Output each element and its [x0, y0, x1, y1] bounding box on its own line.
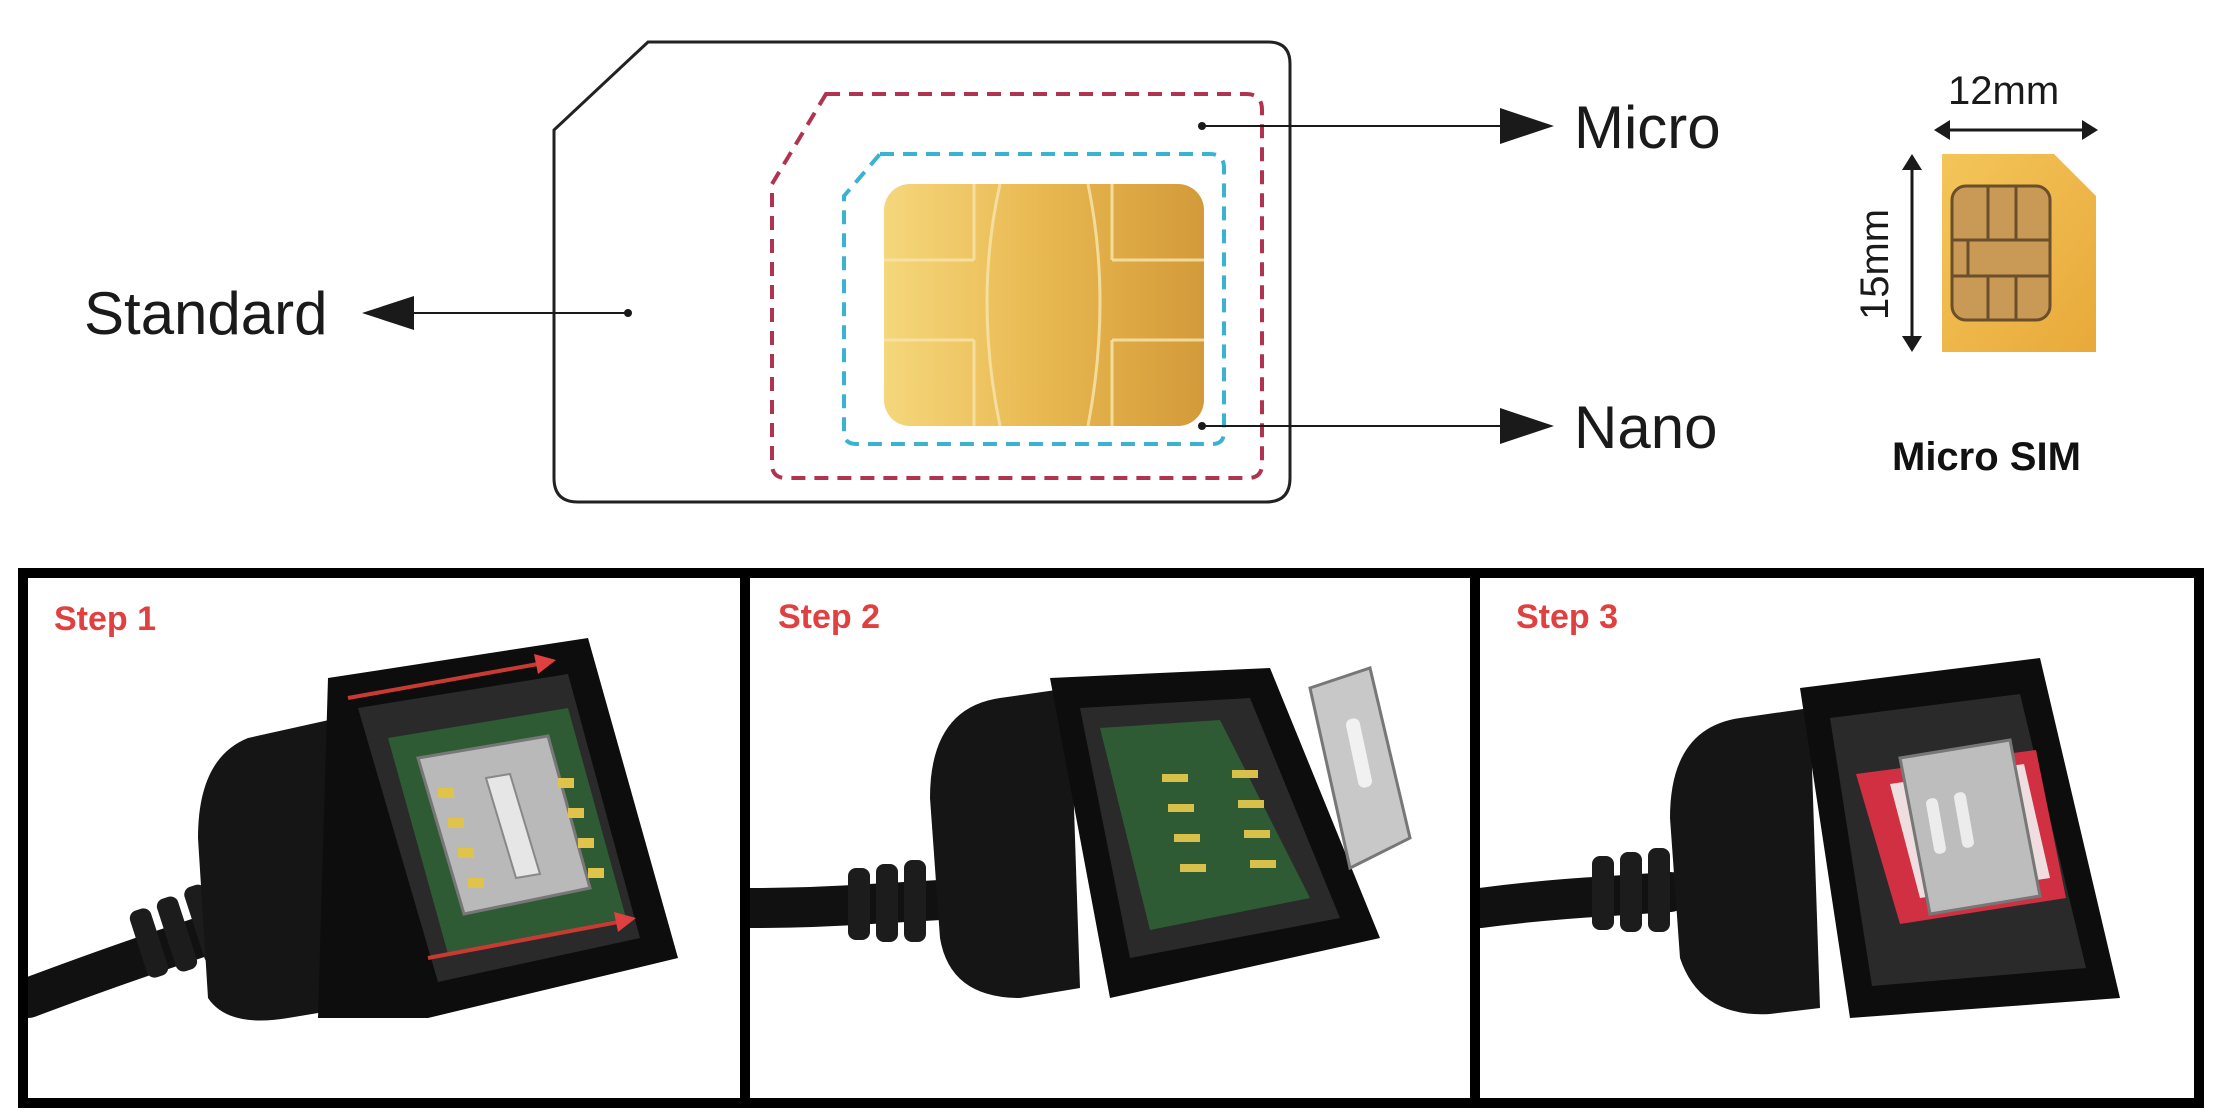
micro-label: Micro: [1574, 94, 1721, 161]
standard-arrow-icon: [362, 296, 414, 330]
micro-sim-inset: 12mm 15mm: [1853, 69, 2098, 352]
standard-label: Standard: [84, 280, 328, 347]
steps-panel: [18, 568, 2204, 1108]
inset-caption: Micro SIM: [1892, 435, 2081, 479]
step-1-label: Step 1: [54, 600, 156, 638]
micro-sim-outline: [770, 92, 1264, 480]
step-3-panel: Step 3: [1480, 598, 2120, 1018]
steps-divider-1: [740, 568, 750, 1108]
step-3-label: Step 3: [1516, 598, 1618, 636]
inset-width-label: 12mm: [1948, 69, 2059, 113]
inset-height-label: 15mm: [1853, 209, 1897, 320]
nano-label: Nano: [1574, 394, 1717, 461]
step-1-panel: Step 1: [28, 600, 678, 1021]
step-2-panel: Step 2: [750, 598, 1412, 998]
sim-size-diagram: Standard Micro Nano 12mm 15mm Micro SIM: [84, 40, 2098, 504]
nano-sim-outline: [842, 152, 1226, 446]
nano-arrow-icon: [1500, 408, 1554, 444]
micro-arrow-icon: [1500, 108, 1554, 144]
steps-divider-2: [1470, 568, 1480, 1108]
sim-chip: [884, 183, 1204, 427]
step-2-label: Step 2: [778, 598, 880, 636]
